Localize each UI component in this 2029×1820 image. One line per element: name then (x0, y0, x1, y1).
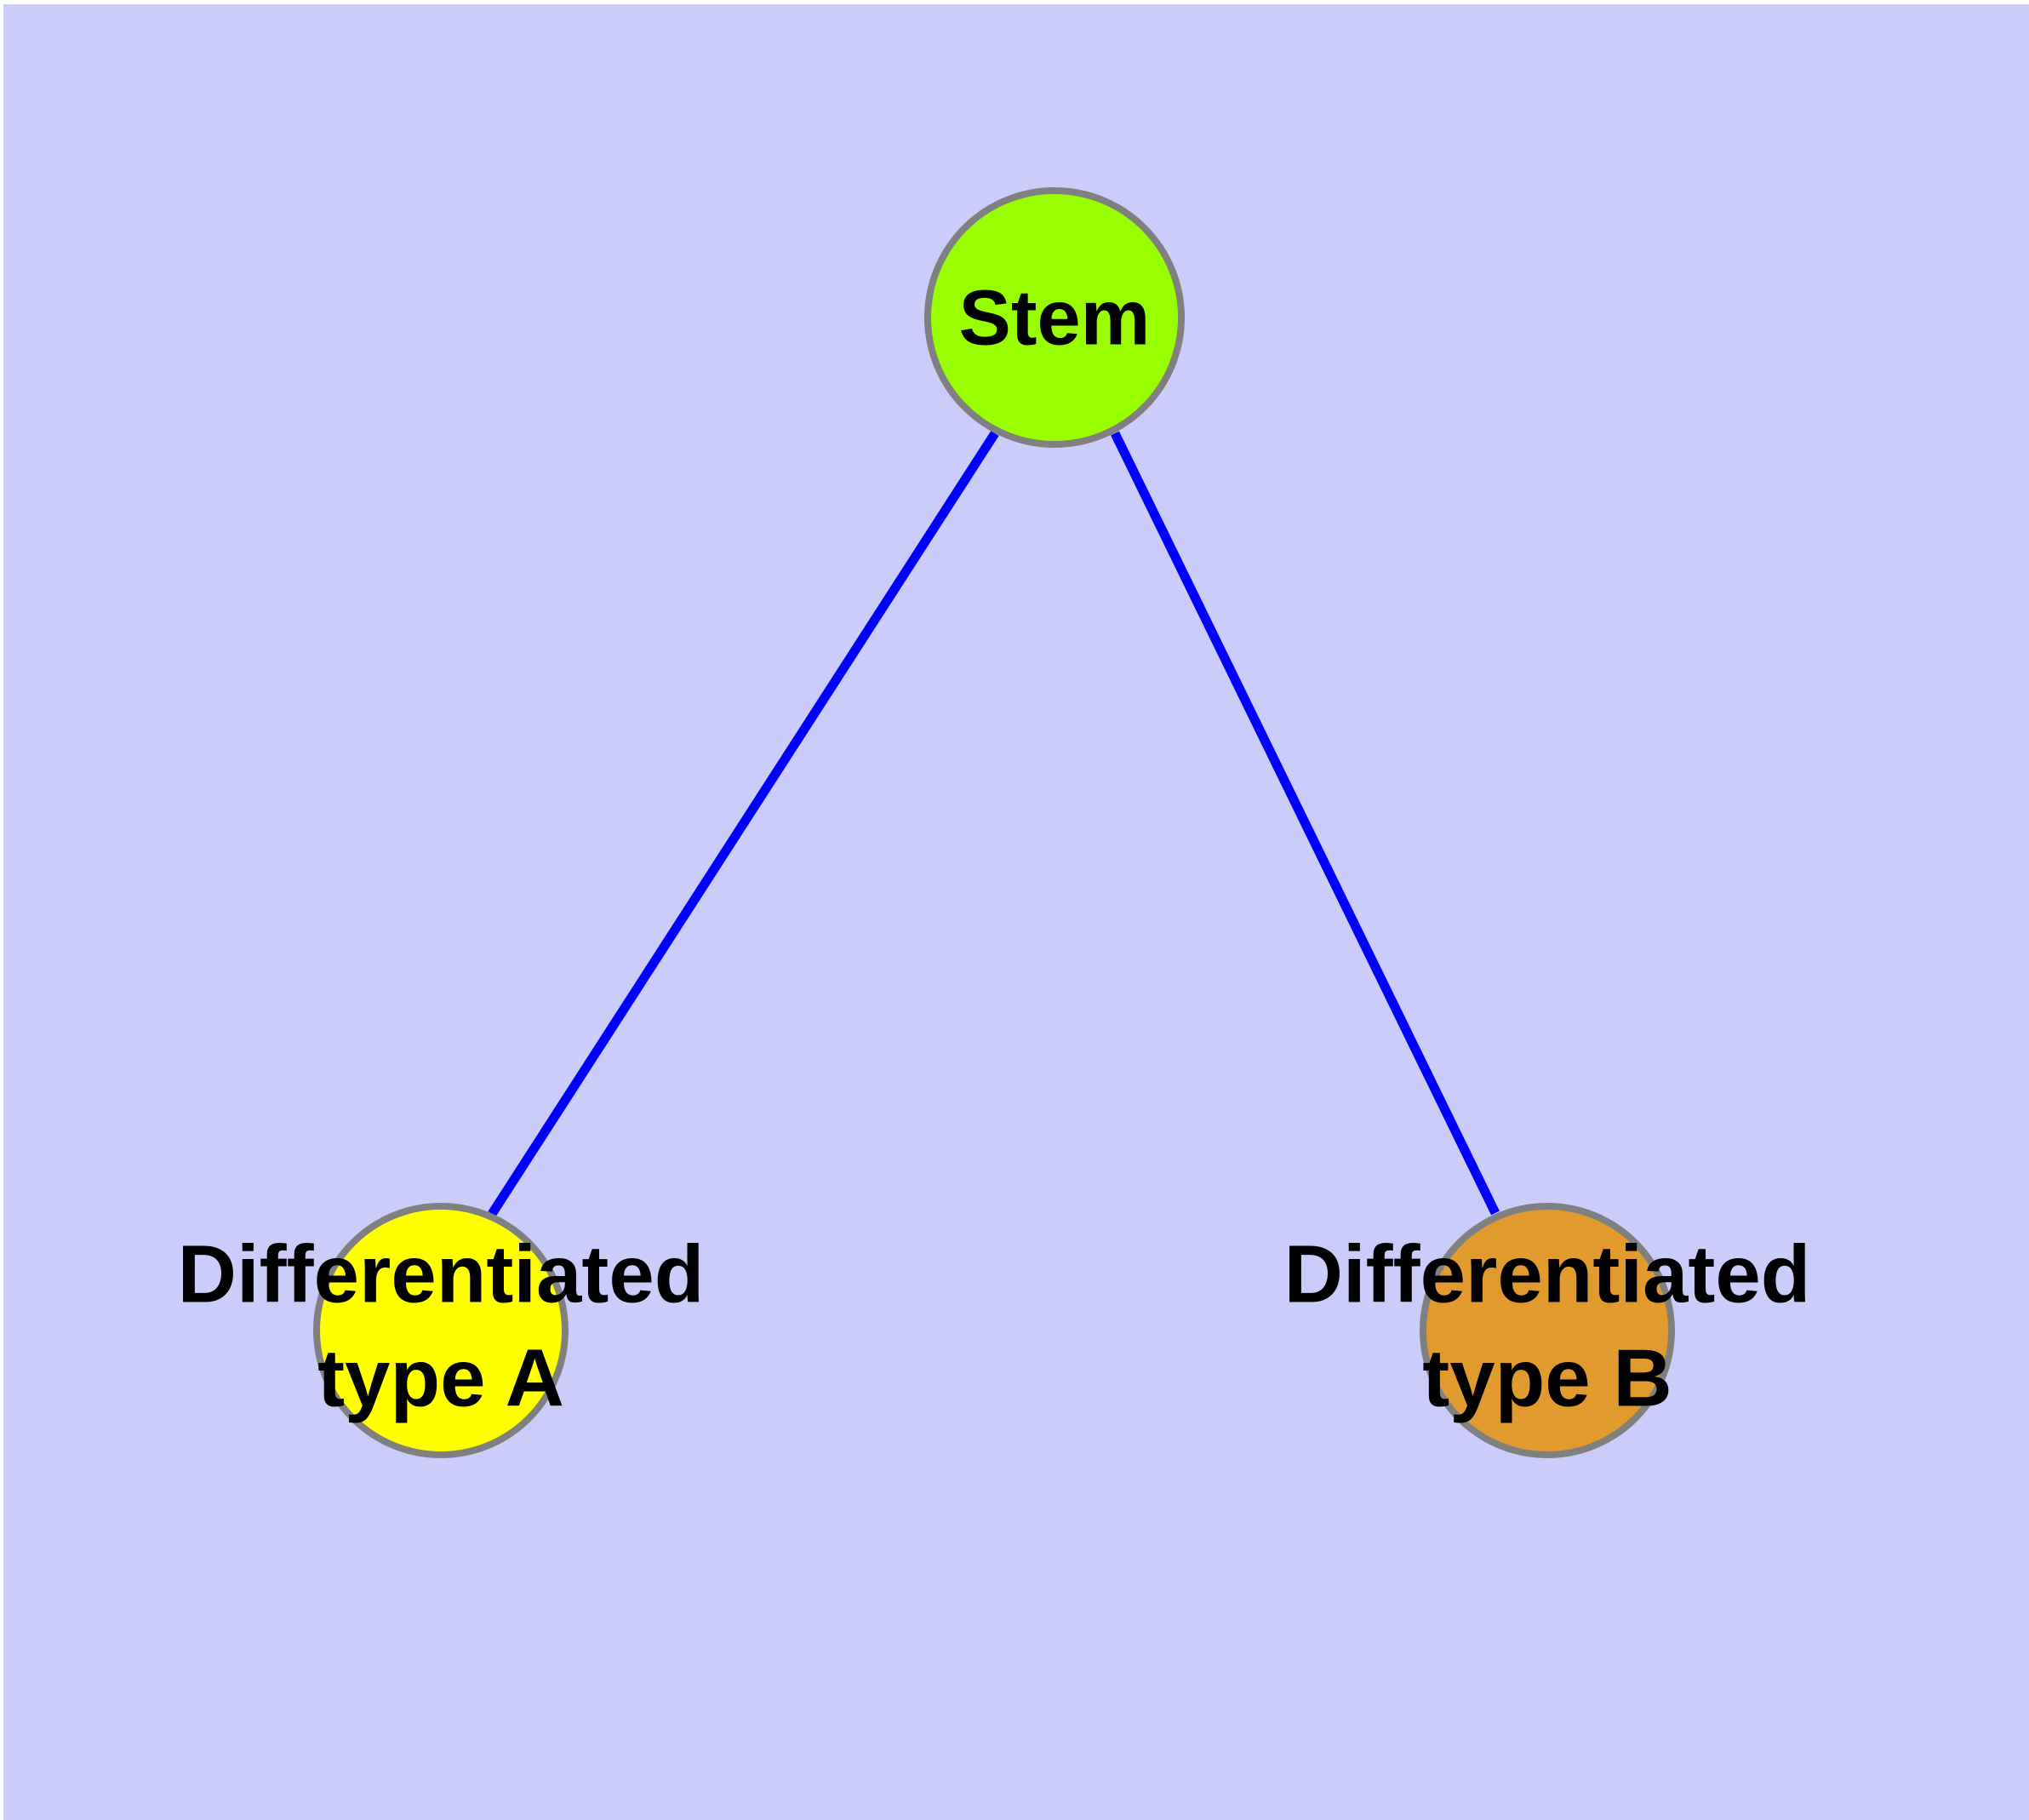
edge-layer (488, 431, 1500, 1216)
node-differentiated-type-b-label-line1: Differentiated (1284, 1228, 1811, 1319)
node-layer (313, 187, 1675, 1458)
node-differentiated-type-b[interactable] (1420, 1203, 1675, 1458)
node-stem-label: Stem (959, 274, 1151, 361)
label-layer: Stem Differentiated type A Differentiate… (178, 274, 1811, 1423)
node-stem-circle[interactable] (924, 187, 1185, 448)
node-differentiated-type-a-label-line1: Differentiated (178, 1228, 705, 1319)
node-differentiated-type-a-label-line2: type A (317, 1332, 564, 1423)
node-stem[interactable] (924, 187, 1185, 448)
node-differentiated-type-b-label-line2: type B (1422, 1332, 1672, 1423)
node-differentiated-type-a-circle[interactable] (313, 1203, 569, 1458)
node-differentiated-type-a[interactable] (313, 1203, 569, 1458)
edge-stem-to-differentiated-type-b[interactable] (1111, 431, 1500, 1216)
node-differentiated-type-b-circle[interactable] (1420, 1203, 1675, 1458)
edge-stem-to-differentiated-type-a[interactable] (488, 431, 999, 1216)
